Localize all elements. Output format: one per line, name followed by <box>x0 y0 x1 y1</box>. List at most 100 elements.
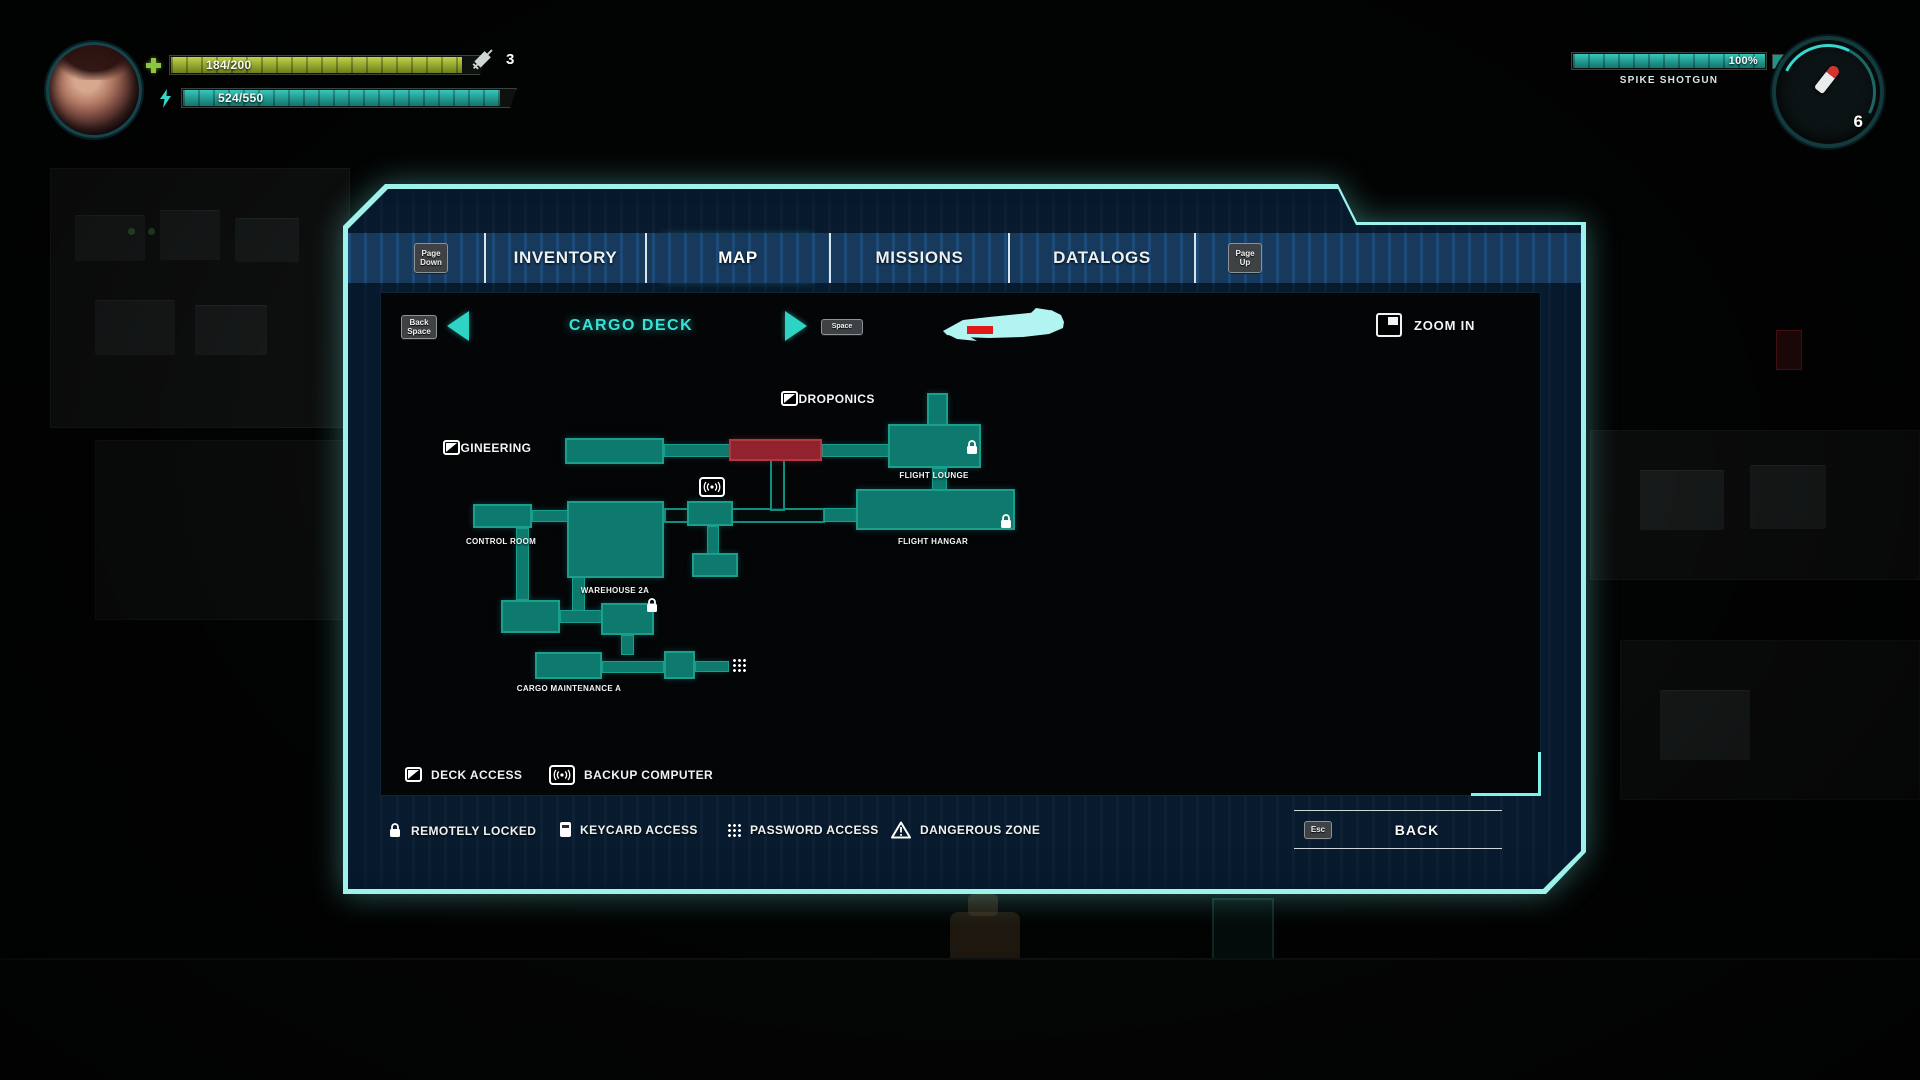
backup-computer-icon <box>549 765 575 785</box>
weapon-charge-fill <box>1573 54 1766 68</box>
keycard-icon <box>560 822 571 837</box>
corridor-maintenance <box>602 661 664 673</box>
tab-separator <box>484 233 486 283</box>
health-bar-fill <box>171 57 462 73</box>
corridor-hangar-west <box>824 508 857 522</box>
room-maintenance-annex <box>664 651 695 679</box>
deck-access-icon <box>781 391 798 406</box>
lock-icon <box>1001 514 1011 528</box>
room-junction-upper <box>687 501 733 526</box>
prev-deck-keyhint: Back Space <box>401 315 437 339</box>
energy-row: 524/550 <box>158 88 517 108</box>
lock-icon <box>390 823 400 837</box>
back-keyhint: Esc <box>1304 820 1332 839</box>
legend-label: REMOTELY LOCKED <box>411 823 537 838</box>
legend-label: DECK ACCESS <box>431 767 523 782</box>
tab-inventory[interactable]: INVENTORY <box>513 248 618 267</box>
warning-icon <box>891 821 911 839</box>
tab-separator <box>645 233 647 283</box>
room-dangerous-zone <box>729 439 822 461</box>
legend-remotely-locked: REMOTELY LOCKED <box>388 822 536 839</box>
room-locked-storage <box>601 603 654 635</box>
prev-deck-arrow[interactable] <box>447 311 469 341</box>
deck-access-icon <box>443 440 460 455</box>
corridor-lower-west <box>560 610 602 623</box>
room-engineering-access <box>565 438 664 464</box>
weapon-slot: 6 <box>1772 36 1884 148</box>
password-access-icon <box>726 822 741 837</box>
health-icon <box>146 57 161 73</box>
back-button[interactable]: Esc BACK <box>1294 810 1502 849</box>
room-hydroponics-access <box>927 393 948 426</box>
deck-title: CARGO DECK <box>568 317 694 334</box>
panel-footer: REMOTELY LOCKED KEYCARD ACCESS PASSWORD … <box>348 804 1581 864</box>
room-label: FLIGHT HANGAR <box>897 537 969 546</box>
energy-bar-fill <box>183 90 500 106</box>
lock-icon <box>967 440 977 454</box>
energy-value: 524/550 <box>218 91 264 105</box>
weapon-charge-bar: 100% <box>1571 52 1767 70</box>
bullet-icon <box>1813 63 1842 95</box>
weapon-charge-value: 100% <box>1728 55 1758 67</box>
tab-missions[interactable]: MISSIONS <box>875 248 964 267</box>
room-flight-lounge <box>888 424 981 468</box>
corridor-control-south <box>516 528 529 600</box>
health-bar: 184/200 <box>169 55 487 75</box>
health-row: 184/200 <box>146 55 487 75</box>
tab-separator <box>1194 233 1196 283</box>
weapon-ammo-count: 6 <box>1853 112 1863 131</box>
ship-silhouette <box>943 308 1064 341</box>
room-warehouse-2a <box>567 501 664 578</box>
zoom-in-label: ZOOM IN <box>1414 317 1476 333</box>
page-down-keyhint: Page Down <box>414 243 448 273</box>
corridor-control-warehouse <box>532 510 568 522</box>
legend-keycard-access: KEYCARD ACCESS <box>560 822 698 837</box>
tab-bar: Page Down INVENTORY MAP MISSIONS DATALOG… <box>348 233 1581 283</box>
zoom-in-button[interactable]: ZOOM IN <box>1376 313 1475 337</box>
corridor-engineering-east <box>664 444 730 457</box>
room-cargo-maintenance-a <box>535 652 602 679</box>
map-corner-accent <box>1471 752 1541 796</box>
health-value: 184/200 <box>206 58 252 72</box>
consumable-group: 3 <box>468 44 514 74</box>
panel-body: Page Down INVENTORY MAP MISSIONS DATALOG… <box>348 189 1581 889</box>
consumable-count: 3 <box>506 50 515 68</box>
backup-computer-icon <box>699 477 725 497</box>
energy-icon <box>160 88 171 108</box>
engineering-label-row: ENGINEERING <box>443 440 531 455</box>
hydroponics-label-row: HYDROPONICS <box>781 391 874 406</box>
room-label: ENGINEERING <box>443 440 532 455</box>
ship-current-deck-marker <box>967 326 993 334</box>
page-up-keyhint: Page Up <box>1228 243 1262 273</box>
map-viewport: Back Space CARGO DECK Space ZOOM IN <box>380 292 1541 796</box>
weapon-charge-row: 100% <box>1571 52 1767 70</box>
room-label: HYDROPONICS <box>781 391 875 406</box>
room-lower-left <box>501 600 560 633</box>
tab-map[interactable]: MAP <box>647 233 829 283</box>
player-portrait <box>46 42 142 138</box>
legend-password-access: PASSWORD ACCESS <box>726 822 879 837</box>
next-deck-arrow[interactable] <box>785 311 807 341</box>
weapon-name: SPIKE SHOTGUN <box>1619 75 1719 86</box>
legend-label: PASSWORD ACCESS <box>750 822 879 837</box>
corridor-small-rooms <box>707 526 719 555</box>
legend-label: KEYCARD ACCESS <box>580 822 698 837</box>
legend-dangerous-zone: DANGEROUS ZONE <box>891 821 1040 839</box>
back-label: BACK <box>1394 821 1440 838</box>
room-label: CONTROL ROOM <box>465 537 537 546</box>
tab-datalogs[interactable]: DATALOGS <box>1053 248 1151 267</box>
room-junction-lower <box>692 553 738 577</box>
corridor-vertical-drop <box>770 459 785 511</box>
next-deck-keyhint: Space <box>821 319 863 335</box>
password-access-icon <box>731 657 746 672</box>
room-label: WAREHOUSE 2A <box>580 586 650 595</box>
menu-panel: Page Down INVENTORY MAP MISSIONS DATALOG… <box>343 184 1586 894</box>
room-label: CARGO MAINTENANCE A <box>516 684 622 693</box>
legend-backup-computer: BACKUP COMPUTER <box>549 765 713 785</box>
legend-deck-access: DECK ACCESS <box>405 767 522 782</box>
lock-icon <box>647 598 657 612</box>
room-label: FLIGHT LOUNGE <box>899 471 969 480</box>
corridor-lockroom-south <box>621 635 634 655</box>
corridor-to-lounge <box>822 444 889 457</box>
zoom-in-icon <box>1376 313 1402 337</box>
